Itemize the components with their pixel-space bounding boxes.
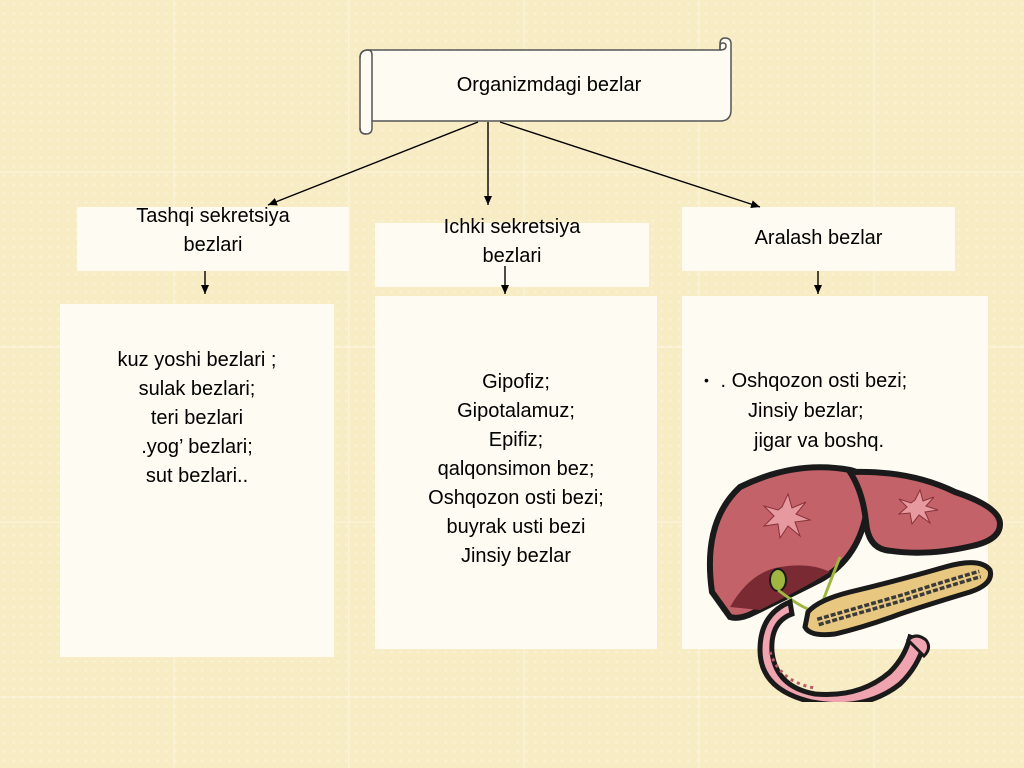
list-item: sulak bezlari;: [138, 378, 256, 400]
list-item: Gipofiz;: [482, 371, 550, 393]
list-item: teri bezlari: [150, 407, 244, 429]
liver-highlight-star: [897, 488, 939, 526]
gallbladder: [769, 568, 787, 592]
liver-highlight-star: [762, 492, 812, 540]
list-item: kuz yoshi bezlari ;: [117, 349, 277, 371]
category-header-tashqi: Tashqi sekretsiya bezlari: [77, 205, 349, 271]
category-items-tashqi: kuz yoshi bezlari ; sulak bezlari; teri …: [60, 304, 334, 657]
header-line: Tashqi sekretsiya: [136, 205, 290, 227]
list-item: sut bezlari..: [145, 465, 249, 487]
list-item: jigar va boshq.: [754, 430, 885, 452]
header-line: bezlari: [482, 245, 542, 267]
category-header-ichki: Ichki sekretsiya bezlari: [375, 216, 649, 287]
header-line: bezlari: [183, 234, 243, 256]
list-item: Epifiz;: [488, 429, 544, 451]
header-line: Ichki sekretsiya: [443, 216, 581, 238]
header-line: Aralash bezlar: [754, 226, 883, 249]
list-item: . Oshqozon osti bezi;: [720, 370, 908, 392]
intestine-end: [905, 634, 931, 659]
list-item: .yog’ bezlari;: [141, 436, 253, 458]
arrow-to-tashqi: [267, 121, 479, 206]
list-item: Jinsiy bezlar;: [748, 400, 864, 422]
list-item: Gipotalamuz;: [457, 400, 575, 422]
list-item: Oshqozon osti bezi;: [428, 487, 604, 509]
category-header-aralash: Aralash bezlar: [682, 207, 955, 271]
arrow-to-aralash: [499, 121, 761, 209]
list-item: buyrak usti bezi: [446, 516, 586, 538]
list-item: Jinsiy bezlar: [460, 545, 572, 567]
bullet-marker: •: [704, 372, 709, 388]
liver-pancreas-illustration: [706, 464, 1004, 702]
title-scroll-shape: [359, 37, 732, 135]
category-items-ichki: Gipofiz; Gipotalamuz; Epifiz; qalqonsimo…: [375, 296, 657, 649]
list-item: qalqonsimon bez;: [437, 458, 595, 480]
page-title: Organizmdagi bezlar: [456, 73, 642, 96]
